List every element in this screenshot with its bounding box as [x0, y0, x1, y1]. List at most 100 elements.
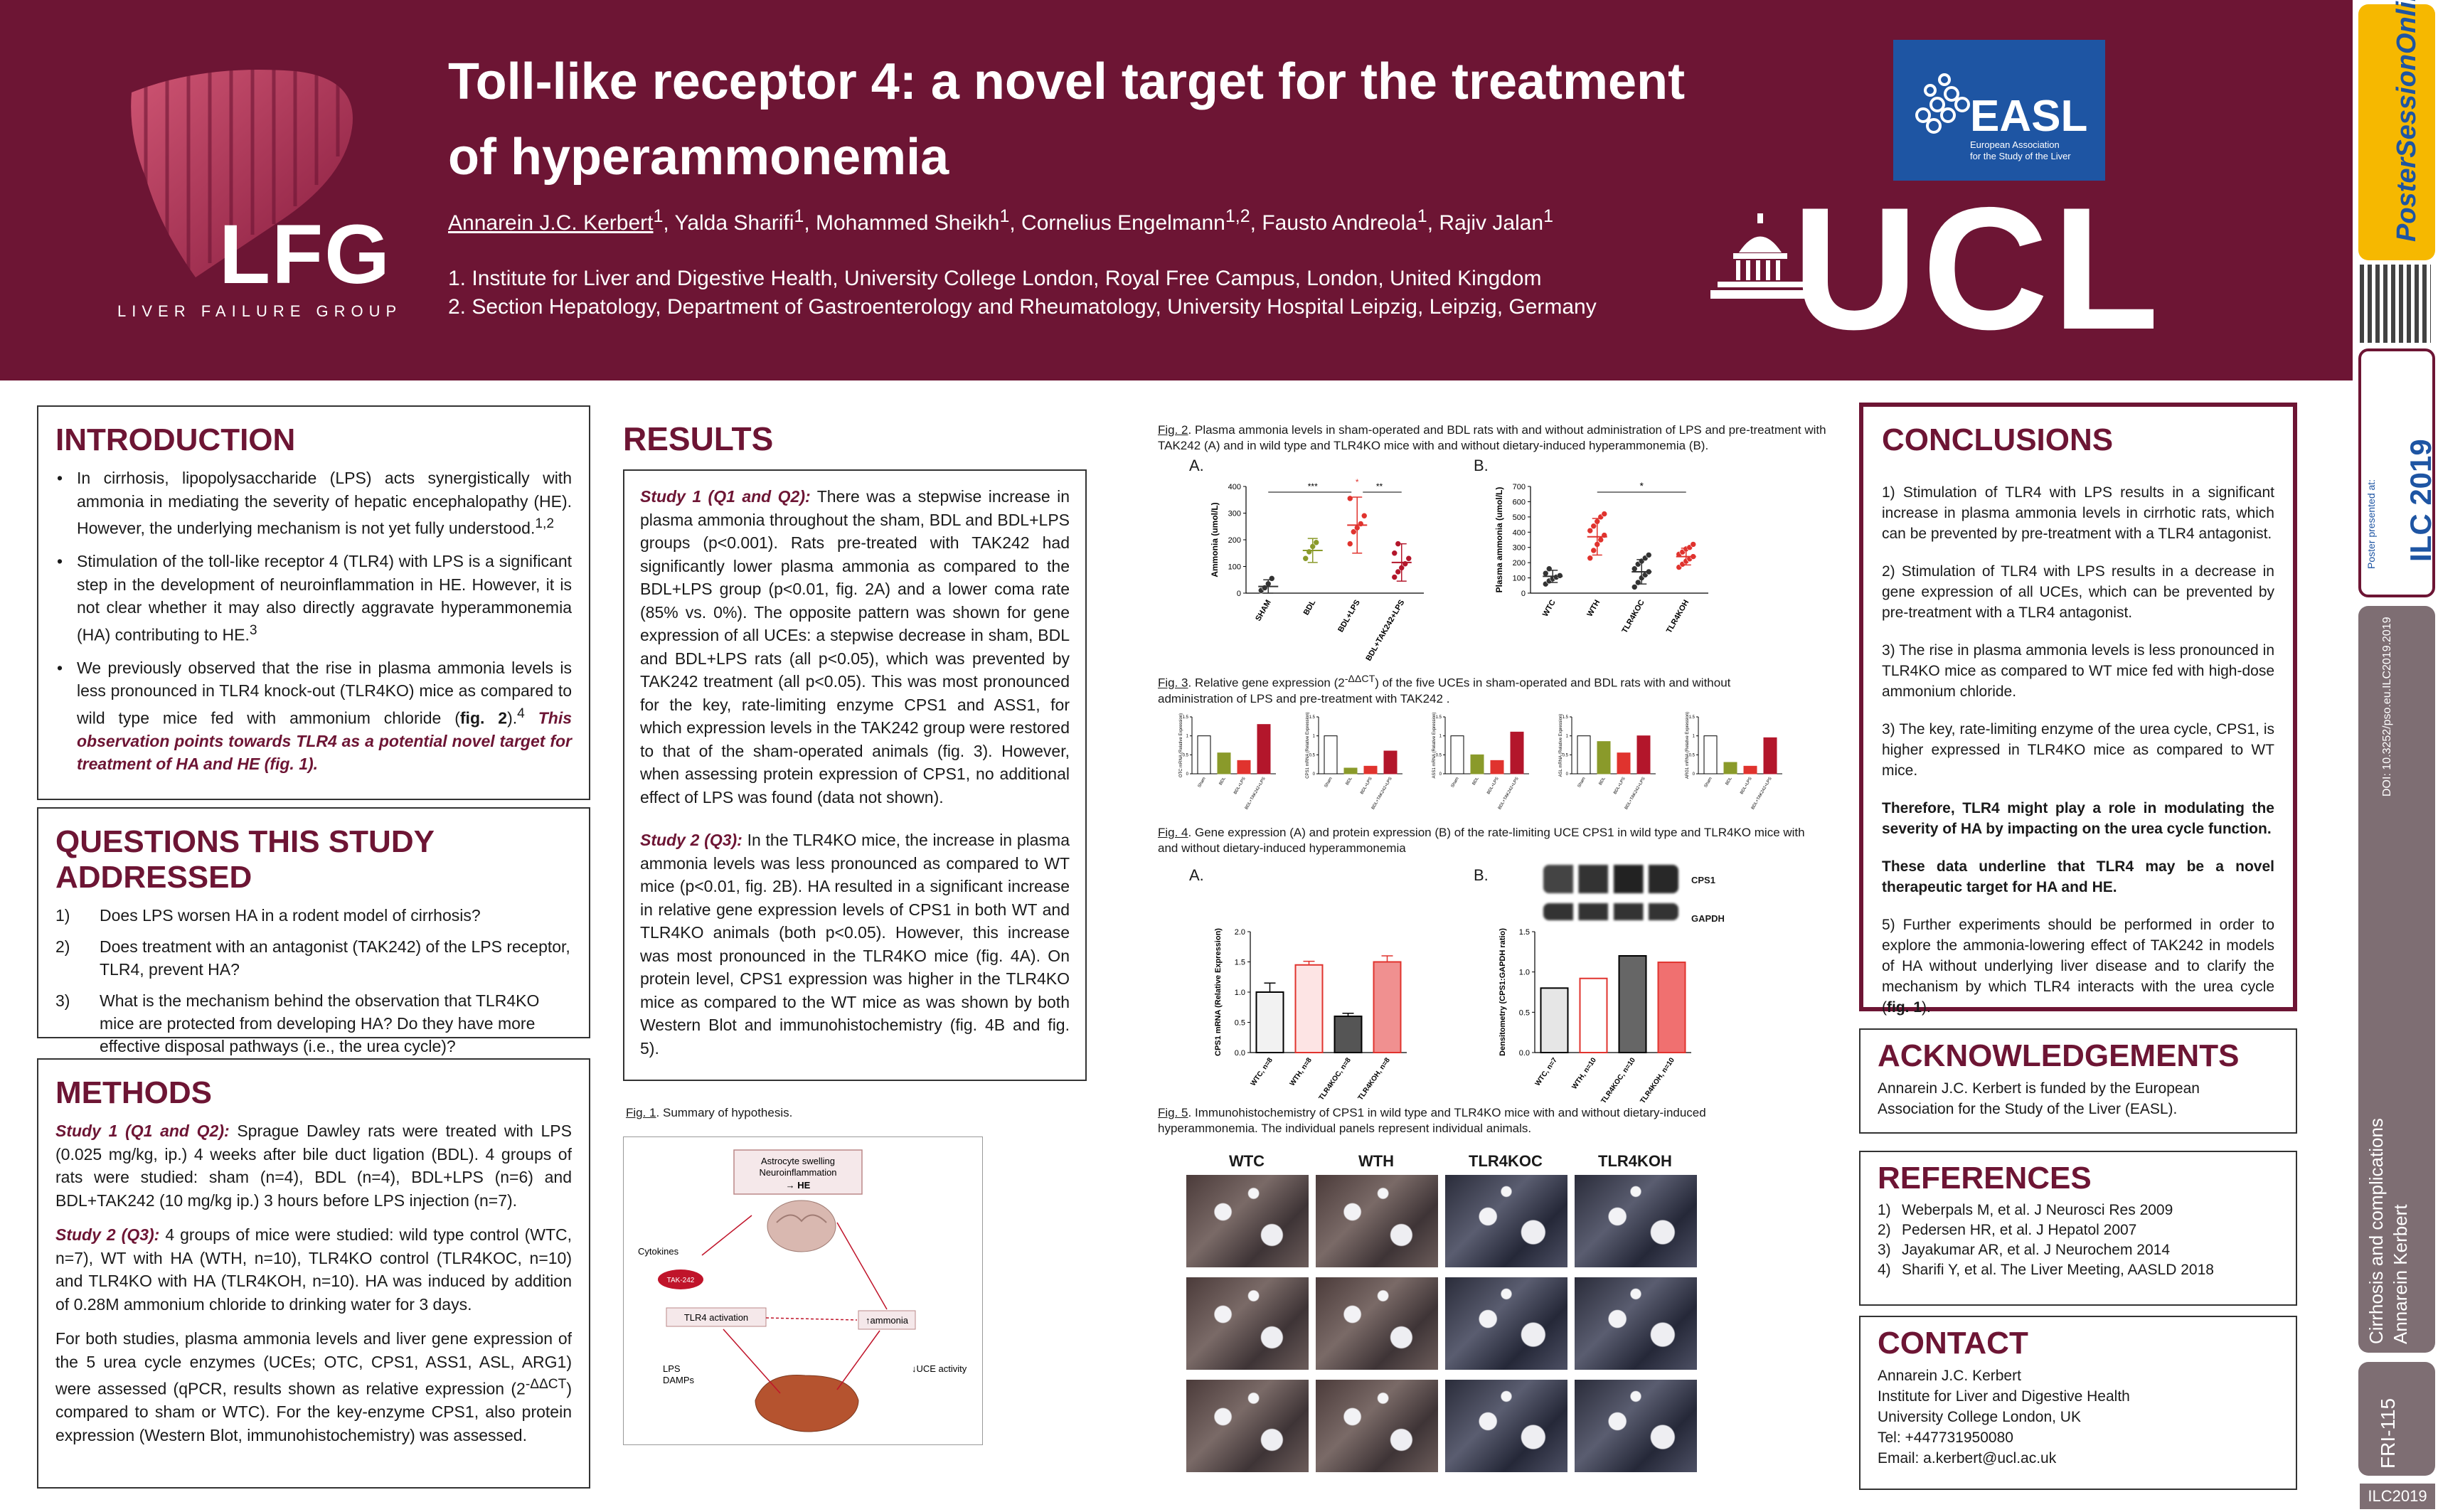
data-point: [1391, 574, 1398, 580]
data-point: [1690, 541, 1697, 548]
reference-item: 2)Pedersen HR, et al. J Hepatol 2007: [1878, 1220, 2279, 1240]
y-tick-label: 0.5: [1183, 753, 1189, 757]
y-axis-label: Ammonia (umol/L): [1210, 502, 1220, 577]
significance-label: *: [1640, 480, 1644, 491]
affiliation-2: 2. Section Hepatology, Department of Gas…: [448, 295, 1597, 319]
title-line-2: of hyperammonemia: [448, 129, 949, 186]
x-tick-label: BDL+LPS: [1613, 777, 1626, 795]
y-tick-label: 0.5: [1235, 1019, 1245, 1028]
section-heading: METHODS: [55, 1075, 212, 1110]
y-tick-label: 0: [1693, 772, 1696, 777]
x-tick-label: BDL: [1599, 776, 1607, 786]
panel-label: A.: [1189, 457, 1204, 474]
item-text: What is the mechanism behind the observa…: [100, 991, 540, 1055]
ihc-image: [1316, 1277, 1438, 1370]
section-heading: CONCLUSIONS: [1882, 422, 2114, 457]
poster-code: FRI-115: [2377, 1397, 2399, 1469]
ihc-image: [1316, 1175, 1438, 1267]
fig2-caption: Fig. 2. Plasma ammonia levels in sham-op…: [1158, 422, 1841, 454]
section-heading: REFERENCES: [1878, 1161, 2092, 1196]
study-label: Study 2 (Q3):: [55, 1225, 160, 1244]
caption-text: . Summary of hypothesis.: [656, 1106, 793, 1119]
study-text: 4 groups of mice were studied: wild type…: [55, 1225, 573, 1314]
x-tick-label: BDL: [1346, 776, 1353, 786]
list-item: 3)What is the mechanism behind the obser…: [55, 989, 572, 1058]
y-tick-label: 2.0: [1235, 928, 1245, 937]
ref-number: 4): [1878, 1262, 1891, 1278]
astrocyte-box: [733, 1149, 863, 1195]
x-tick-label: BDL+TAK242+LPS: [1371, 777, 1393, 810]
x-tick-label: Sham: [1577, 777, 1587, 789]
y-tick-label: 1.0: [1235, 989, 1245, 997]
contact-email[interactable]: Email: a.kerbert@ucl.ac.uk: [1878, 1450, 2057, 1466]
results-panel: Study 1 (Q1 and Q2): There was a stepwis…: [623, 469, 1087, 1081]
contact-institute: Institute for Liver and Digestive Health: [1878, 1388, 2130, 1405]
bar: [1540, 987, 1569, 1053]
y-axis-label: OTC mRNA (Relative Expression): [1179, 713, 1183, 777]
author-name: Mohammed Sheikh: [815, 211, 1000, 235]
y-tick-label: 0.0: [1519, 1049, 1530, 1058]
ihc-image: [1575, 1380, 1697, 1472]
arrow: [836, 1330, 880, 1390]
highlight-text: This observation points towards TLR4 as …: [77, 708, 573, 774]
diagram-label: TAK-242: [667, 1277, 695, 1284]
figure-label: Fig. 5: [1158, 1106, 1188, 1119]
data-point: [1346, 495, 1353, 502]
blot-label-gapdh: GAPDH: [1691, 913, 1725, 924]
author-name: Fausto Andreola: [1262, 211, 1417, 235]
ihc-column-head: WTC: [1228, 1152, 1265, 1170]
y-tick-label: 1.5: [1309, 715, 1316, 720]
diagram-label: Neuroinflammation: [759, 1167, 836, 1178]
author-affiliation: 1: [999, 206, 1010, 226]
conclusion-item: 5) Further experiments should be perform…: [1882, 915, 2274, 1018]
bar: [1450, 735, 1464, 774]
x-tick-label: BDL+TAK242+LPS: [1751, 777, 1773, 810]
diagram-label: DAMPs: [663, 1375, 695, 1385]
side-strip: PosterSessionOnline Poster presented at:…: [2353, 0, 2438, 1512]
ihc-column-head: WTH: [1358, 1152, 1395, 1170]
contact-phone: Tel: +447731950080: [1878, 1430, 2013, 1446]
author-affiliation: 1: [794, 206, 804, 226]
y-tick-label: 500: [1513, 513, 1526, 522]
y-tick-label: 0: [1521, 590, 1526, 598]
ref-number: 2): [1878, 1222, 1891, 1238]
study-text: In the TLR4KO mice, the increase in plas…: [640, 831, 1070, 1058]
ihc-image: [1186, 1277, 1309, 1370]
data-point: [1395, 568, 1402, 575]
bar: [1470, 754, 1484, 774]
bullet-text: ).: [507, 708, 518, 728]
y-tick-label: 1.5: [1235, 959, 1245, 967]
y-tick-label: 1: [1186, 735, 1189, 739]
poster-session-tab[interactable]: [2358, 4, 2435, 260]
methods-study-2: Study 2 (Q3): 4 groups of mice were stud…: [55, 1223, 572, 1316]
bar: [1373, 961, 1402, 1053]
brain-icon: [767, 1200, 836, 1252]
study-label: Study 2 (Q3):: [640, 831, 742, 849]
caption-text: . Plasma ammonia levels in sham-operated…: [1158, 423, 1826, 452]
caption-text: . Immunohistochemistry of CPS1 in wild t…: [1158, 1106, 1706, 1135]
y-tick-label: 0: [1566, 772, 1569, 777]
y-tick-label: 1.5: [1436, 715, 1442, 720]
y-tick-label: 0.5: [1309, 753, 1316, 757]
title-line-1: Toll-like receptor 4: a novel target for…: [448, 53, 1686, 110]
blot-band-row: [1543, 865, 1678, 893]
item-number: 2): [55, 937, 70, 956]
study-label: Study 1 (Q1 and Q2):: [55, 1122, 230, 1140]
data-point: [1313, 539, 1320, 546]
conclusion-item: Therefore, TLR4 might play a role in mod…: [1882, 800, 2274, 837]
bar: [1617, 752, 1631, 774]
qr-code-icon[interactable]: [2360, 265, 2431, 343]
citation: 1,2: [535, 516, 554, 531]
item-text: Does treatment with an antagonist (TAK24…: [100, 937, 570, 979]
list-item: 2) Does treatment with an antagonist (TAK…: [55, 935, 572, 981]
fig5-caption: Fig. 5. Immunohistochemistry of CPS1 in …: [1158, 1105, 1798, 1136]
significance-label: *: [1356, 477, 1359, 487]
data-point: [1587, 527, 1594, 534]
x-tick-label: BDL+TAK242+LPS: [1245, 777, 1267, 810]
conclusions-panel: CONCLUSIONS 1) Stimulation of TLR4 with …: [1859, 403, 2297, 1016]
data-point: [1631, 584, 1638, 590]
tlr4-box: [666, 1307, 767, 1327]
